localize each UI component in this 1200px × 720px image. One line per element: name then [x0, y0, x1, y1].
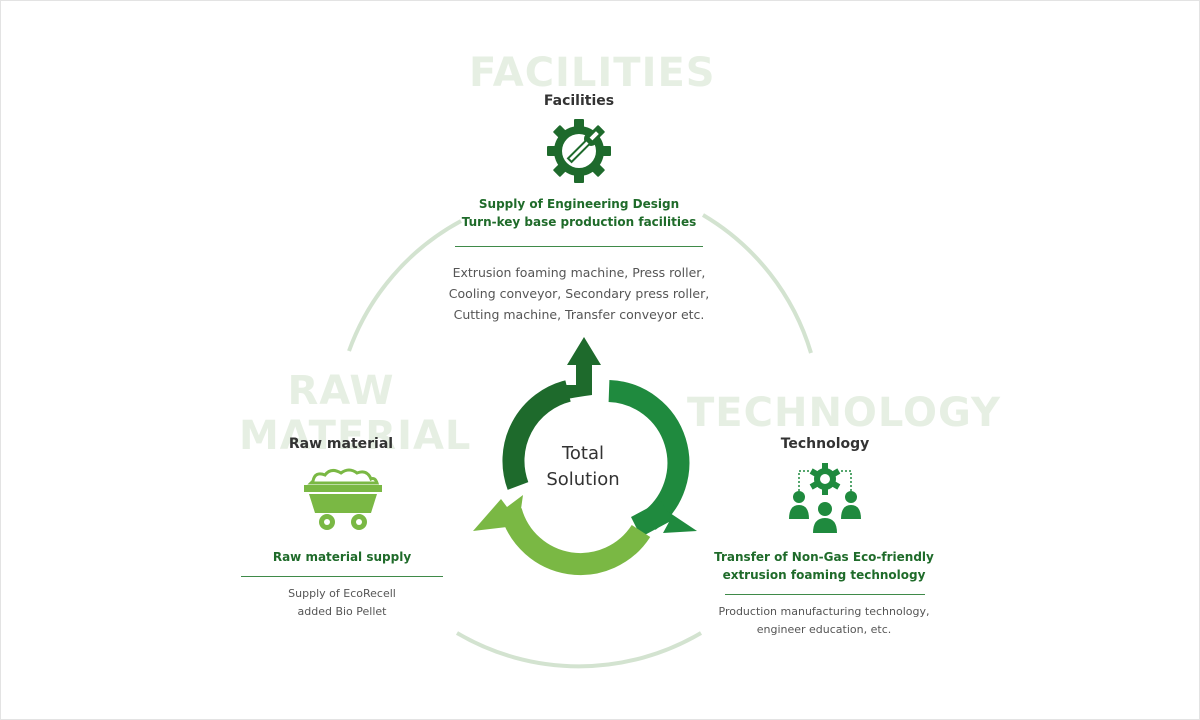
arrow-up-icon	[557, 337, 601, 401]
facilities-watermark: FACILITIES	[469, 50, 716, 96]
raw-material-desc-line2: added Bio Pellet	[297, 605, 387, 618]
facilities-subtitle-line1: Supply of Engineering Design	[478, 197, 680, 211]
raw-material-divider	[241, 576, 443, 577]
facilities-subtitle: Supply of Engineering Design Turn-key ba…	[429, 195, 729, 231]
ring-arc-upper-left	[347, 219, 462, 352]
cycle-arc-technology	[608, 380, 690, 530]
facilities-desc-line2: Cooling conveyor, Secondary press roller…	[448, 286, 710, 301]
technology-divider	[725, 594, 925, 595]
raw-material-subtitle: Raw material supply	[272, 550, 412, 564]
facilities-desc-line1: Extrusion foaming machine, Press roller,	[452, 265, 706, 280]
center-label-line1: Total	[561, 443, 605, 464]
cycle-arc-facilities	[502, 380, 572, 490]
gear-wrench-icon	[547, 119, 611, 183]
ring-arc-bottom	[455, 631, 703, 669]
technology-subtitle-line2: extrusion foaming technology	[722, 568, 926, 582]
team-gear-icon	[789, 463, 861, 533]
technology-subtitle-line1: Transfer of Non-Gas Eco-friendly	[714, 550, 934, 564]
technology-desc-line1: Production manufacturing technology,	[718, 605, 930, 618]
technology-subtitle: Transfer of Non-Gas Eco-friendly extrusi…	[701, 548, 947, 584]
facilities-description: Extrusion foaming machine, Press roller,…	[419, 262, 739, 325]
raw-material-watermark-line2: MATERIAL	[239, 413, 472, 459]
facilities-subtitle-line2: Turn-key base production facilities	[461, 215, 697, 229]
raw-material-watermark-line1: RAW	[287, 368, 395, 414]
raw-material-description: Supply of EcoRecell added Bio Pellet	[241, 585, 443, 621]
mine-cart-icon	[304, 468, 382, 530]
ring-arc-upper-right	[701, 213, 813, 354]
raw-material-desc-line1: Supply of EcoRecell	[288, 587, 396, 600]
arrow-right-icon	[631, 501, 697, 537]
raw-material-title: Raw material	[288, 436, 394, 452]
technology-desc-line2: engineer education, etc.	[756, 623, 892, 636]
center-label-line2: Solution	[546, 469, 620, 490]
technology-description: Production manufacturing technology, eng…	[701, 603, 947, 639]
technology-watermark: TECHNOLOGY	[687, 390, 1001, 436]
facilities-desc-line3: Cutting machine, Transfer conveyor etc.	[453, 307, 705, 322]
arrow-left-icon	[473, 495, 523, 531]
technology-title: Technology	[780, 436, 870, 452]
facilities-title: Facilities	[543, 93, 615, 109]
center-label: Total Solution	[521, 441, 645, 493]
facilities-divider	[455, 246, 703, 247]
cycle-arc-raw-material	[500, 507, 651, 575]
